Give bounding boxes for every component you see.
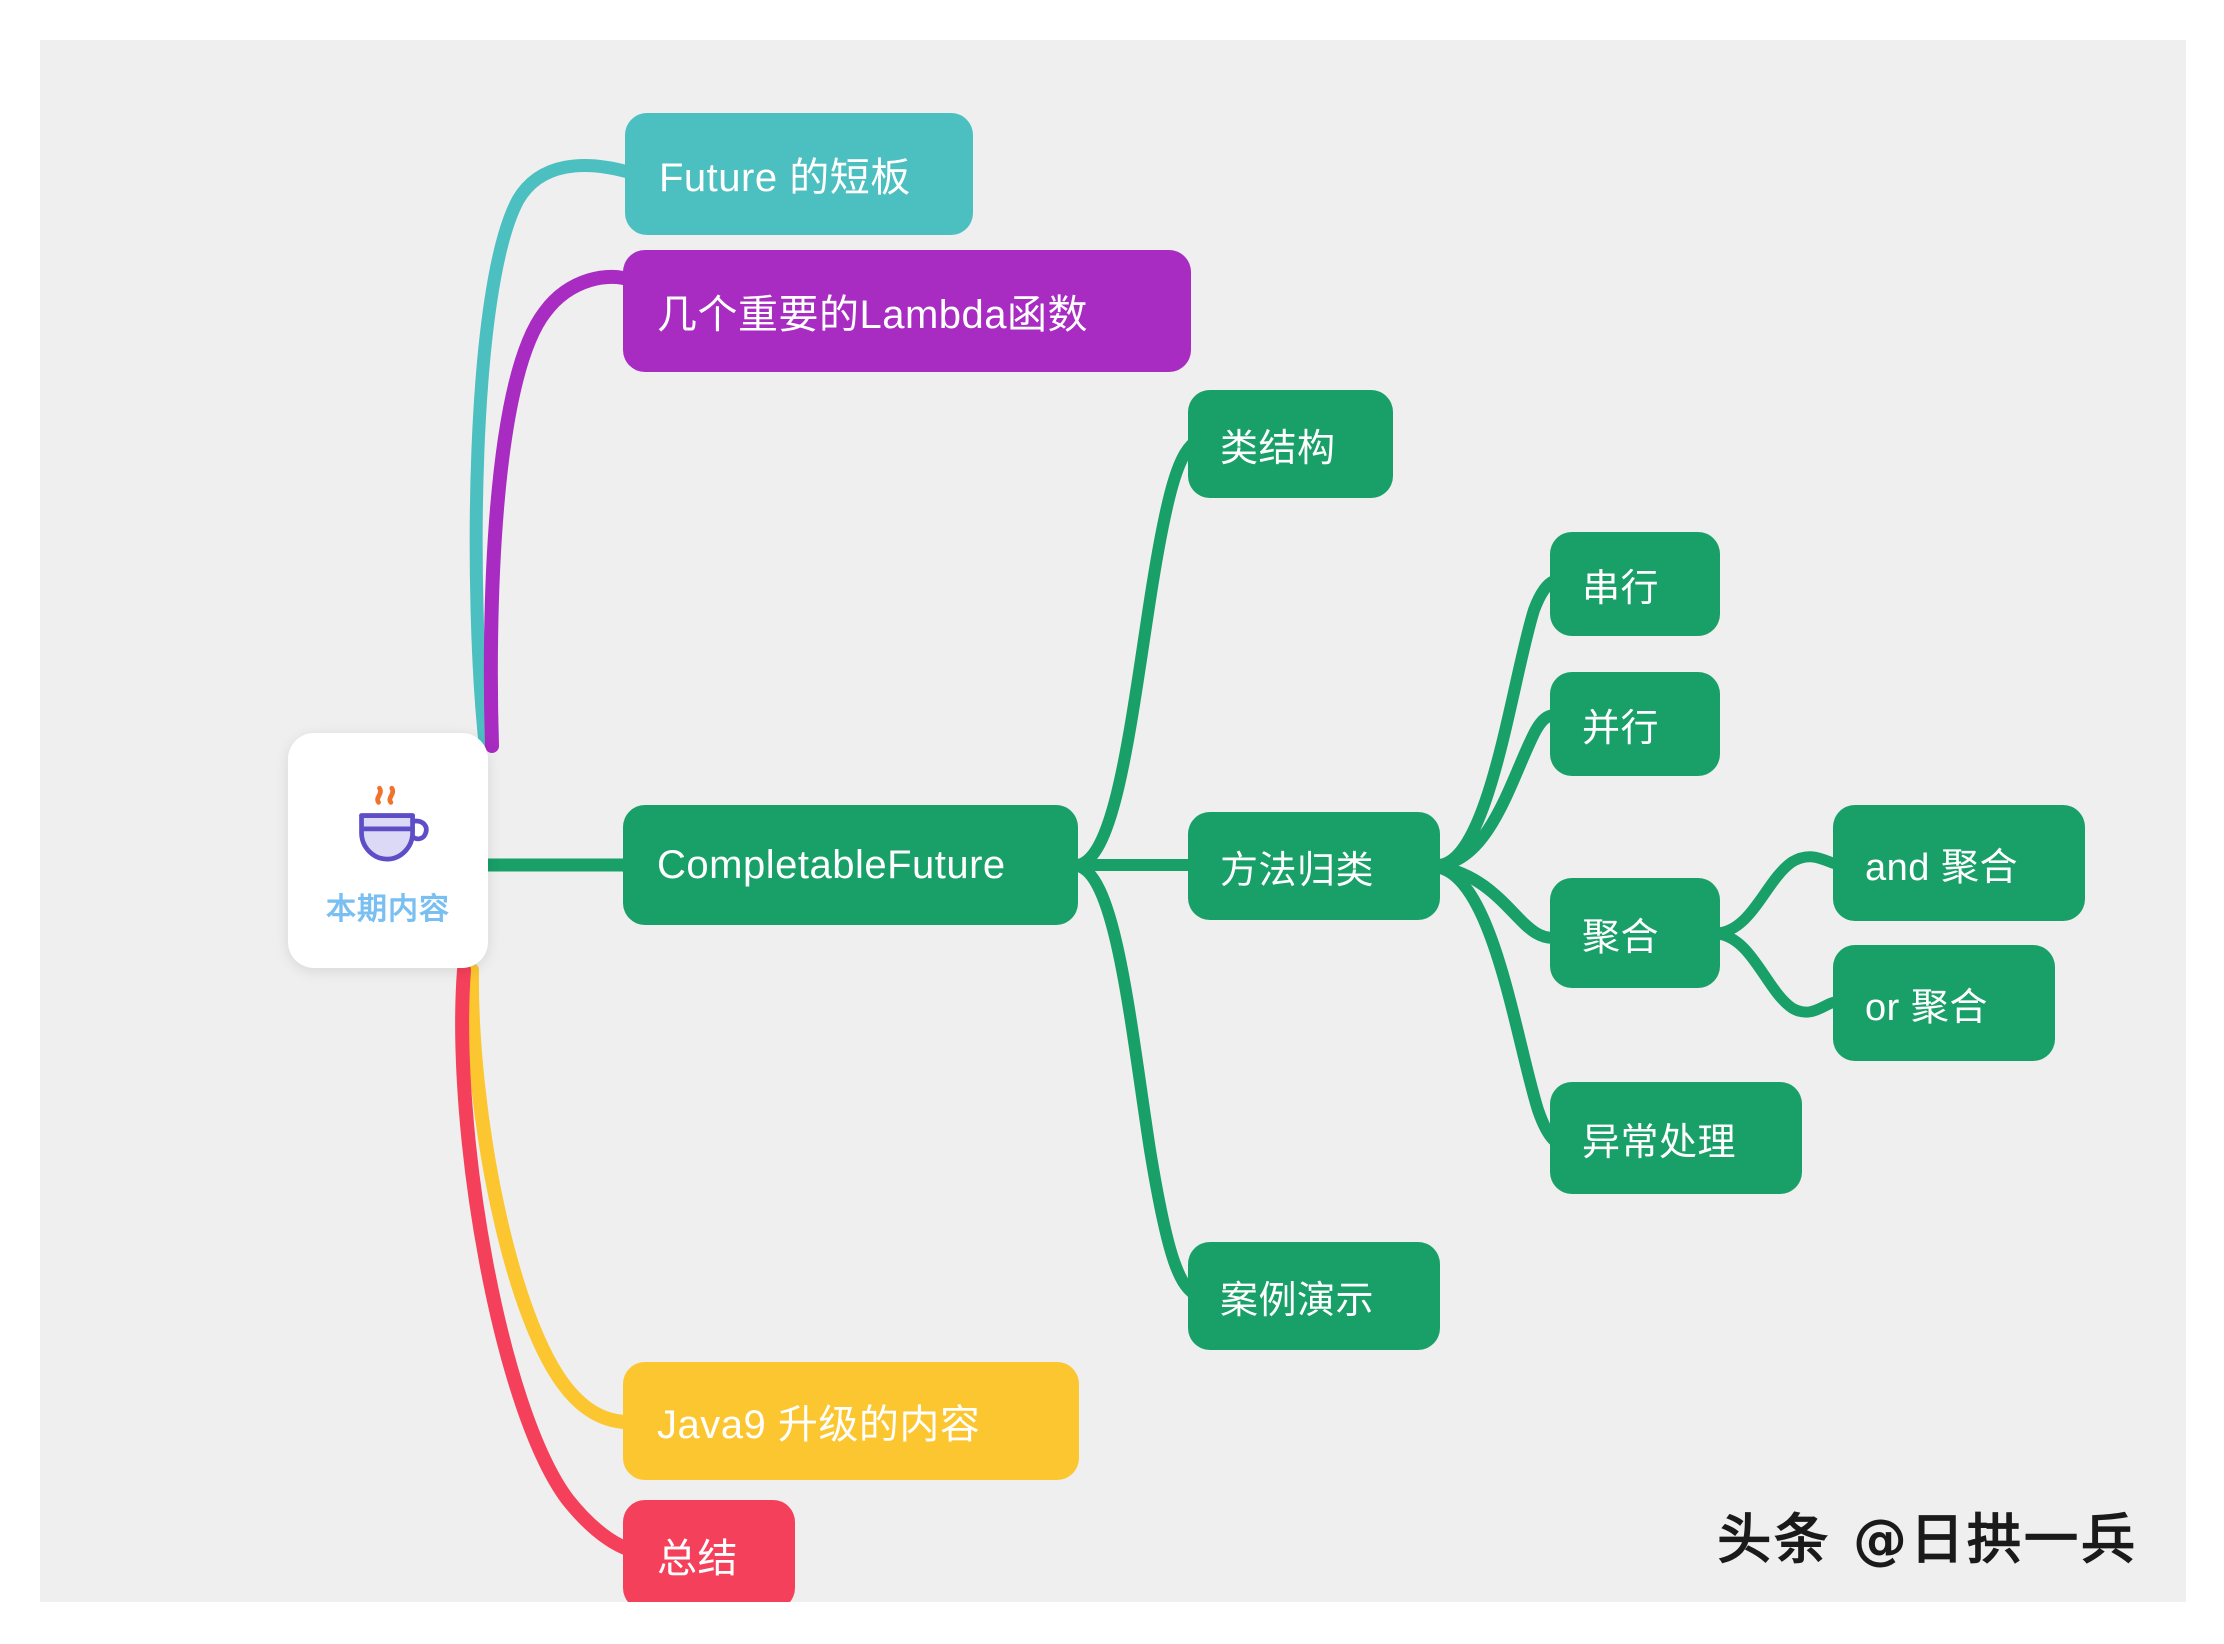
- edge-aggregate-to-or-aggregate: [1712, 928, 1842, 1018]
- edge-completable-future-to-class-structure: [1072, 434, 1204, 871]
- node-or-aggregate[interactable]: or 聚合: [1833, 945, 2055, 1061]
- node-aggregate[interactable]: 聚合: [1550, 878, 1720, 988]
- node-label: 并行: [1582, 707, 1660, 750]
- node-future-shortcoming[interactable]: Future 的短板: [625, 113, 973, 235]
- root-label: 本期内容: [326, 892, 450, 926]
- edge-root-to-summary: [455, 963, 647, 1559]
- node-method-category[interactable]: 方法归类: [1188, 812, 1440, 920]
- node-label: Future 的短板: [659, 156, 911, 200]
- node-java9-upgrade[interactable]: Java9 升级的内容: [623, 1362, 1079, 1480]
- node-serial[interactable]: 串行: [1550, 532, 1720, 636]
- node-label: 几个重要的Lambda函数: [657, 293, 1089, 337]
- node-label: Java9 升级的内容: [657, 1403, 981, 1447]
- node-completable-future[interactable]: CompletableFuture: [623, 805, 1078, 925]
- node-and-aggregate[interactable]: and 聚合: [1833, 805, 2085, 921]
- node-exception-handling[interactable]: 异常处理: [1550, 1082, 1802, 1194]
- node-label: 总结: [657, 1537, 738, 1581]
- node-label: 异常处理: [1582, 1121, 1737, 1164]
- node-summary[interactable]: 总结: [623, 1500, 795, 1602]
- edge-root-to-future-shortcoming: [469, 158, 635, 750]
- node-class-structure[interactable]: 类结构: [1188, 390, 1393, 498]
- edge-completable-future-to-case-demo: [1072, 860, 1204, 1302]
- node-lambda-functions[interactable]: 几个重要的Lambda函数: [623, 250, 1191, 372]
- edge-root-to-java9-upgrade: [464, 963, 641, 1430]
- node-label: or 聚合: [1865, 986, 1988, 1029]
- node-parallel[interactable]: 并行: [1550, 672, 1720, 776]
- watermark: 头条 @日拱一兵: [1717, 1508, 2138, 1571]
- node-label: 串行: [1582, 567, 1660, 610]
- node-label: and 聚合: [1865, 846, 2018, 889]
- node-label: 方法归类: [1220, 849, 1375, 892]
- node-label: CompletableFuture: [657, 842, 1006, 887]
- edge-root-to-lambda-functions: [483, 269, 637, 753]
- node-label: 聚合: [1582, 916, 1660, 959]
- mindmap-canvas[interactable]: Future 的短板 几个重要的Lambda函数 CompletableFutu…: [40, 40, 2186, 1602]
- edge-aggregate-to-and-aggregate: [1712, 851, 1842, 939]
- node-label: 类结构: [1220, 427, 1336, 470]
- node-label: 案例演示: [1220, 1279, 1375, 1322]
- node-case-demo[interactable]: 案例演示: [1188, 1242, 1440, 1350]
- coffee-cup-icon: [336, 774, 440, 878]
- root-node[interactable]: 本期内容: [288, 733, 488, 968]
